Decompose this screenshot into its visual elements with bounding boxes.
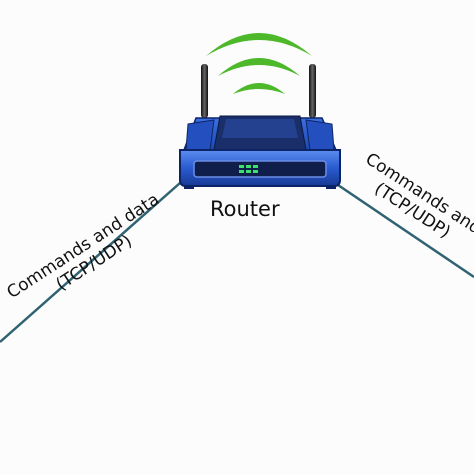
connection-line-right — [337, 183, 474, 279]
antenna-left-icon — [201, 64, 208, 118]
wifi-signal-icon — [206, 33, 312, 94]
status-led-icons — [239, 165, 258, 173]
wireless-router-icon — [179, 33, 341, 189]
antenna-right-icon — [309, 64, 316, 118]
connection-line-left — [0, 182, 181, 343]
router-label: Router — [210, 197, 280, 221]
